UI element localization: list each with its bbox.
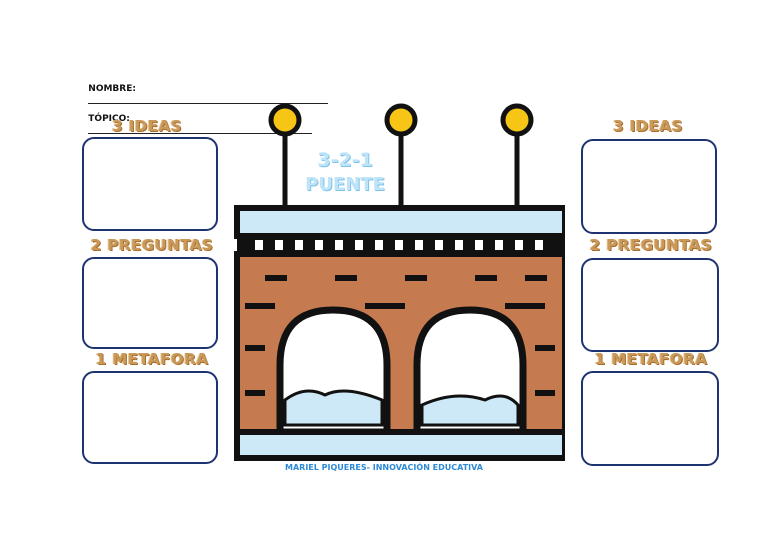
lamp-icon	[500, 103, 534, 210]
author-credit: MARIEL PIQUERES- INNOVACIÓN EDUCATIVA	[285, 463, 483, 472]
lamp-icon	[268, 103, 302, 210]
right-preguntas-box[interactable]	[581, 258, 719, 352]
bridge-title-numbers: 3-2-1	[317, 149, 373, 171]
right-preguntas-label: 2 PREGUNTAS	[589, 236, 713, 254]
left-metafora-box[interactable]	[82, 371, 218, 464]
topico-label: TÓPICO:	[88, 114, 130, 124]
right-ideas-box[interactable]	[581, 139, 717, 234]
topico-field[interactable]	[88, 124, 313, 134]
right-metafora-box[interactable]	[581, 371, 719, 466]
left-preguntas-label: 2 PREGUNTAS	[90, 236, 214, 254]
right-metafora-label: 1 METAFORA	[594, 350, 708, 368]
nombre-label: NOMBRE:	[88, 84, 136, 94]
left-ideas-box[interactable]	[82, 137, 218, 231]
header: NOMBRE: TÓPICO:	[82, 74, 329, 134]
right-ideas-label: 3 IDEAS	[613, 117, 683, 135]
nombre-field[interactable]	[88, 94, 329, 104]
left-metafora-label: 1 METAFORA	[95, 350, 209, 368]
bridge-illustration	[234, 103, 565, 461]
lamp-icon	[384, 103, 418, 210]
bridge-title-word: PUENTE	[305, 174, 385, 195]
left-ideas-label: 3 IDEAS	[112, 117, 182, 135]
left-preguntas-box[interactable]	[82, 257, 218, 349]
